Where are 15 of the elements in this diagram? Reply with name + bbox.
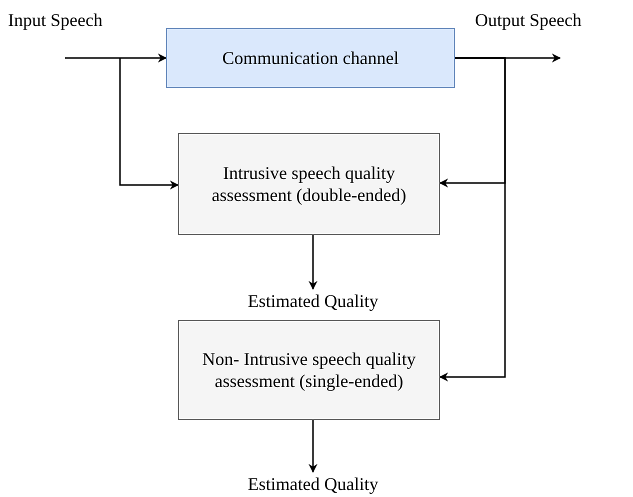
arrow [65, 54, 167, 62]
process-box [178, 133, 440, 235]
process-box [178, 320, 440, 420]
process-box [166, 28, 455, 88]
output-text: Estimated Quality [200, 472, 426, 496]
signal-label: Input Speech [8, 9, 102, 31]
arrow [308, 235, 318, 290]
box-label: Intrusive speech quality assessment (double-ended) [210, 162, 408, 206]
output-text: Estimated Quality [200, 289, 426, 313]
arrow [119, 58, 179, 190]
arrow [439, 57, 506, 382]
box-label: Communication channel [221, 47, 400, 69]
box-label: Non- Intrusive speech quality assessment (single-ended) [201, 348, 417, 392]
arrow [308, 420, 318, 473]
signal-label: Output Speech [475, 9, 582, 31]
